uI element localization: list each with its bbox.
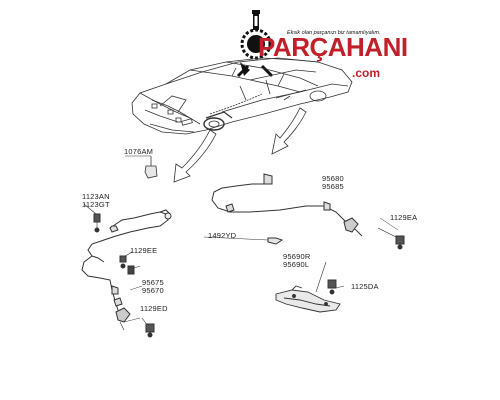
- label-1125da: 1125DA: [351, 282, 379, 291]
- label-95690l: 95690L: [283, 260, 310, 269]
- logo-emblem: [236, 10, 274, 78]
- label-1123gt: 1123GT: [82, 200, 110, 209]
- logo-domain: .com: [352, 66, 381, 80]
- label-1129ed: 1129ED: [140, 304, 168, 313]
- sensor-bracket: [275, 261, 345, 313]
- leader-lines: [123, 155, 399, 323]
- label-1076am: 1076AM: [124, 147, 154, 156]
- label-95670: 95670: [142, 286, 164, 295]
- label-1129ee: 1129EE: [130, 246, 158, 255]
- label-95680: 95680: [322, 174, 344, 183]
- callout-arrows: [173, 107, 307, 183]
- label-1492yd: 1492YD: [208, 231, 237, 240]
- right-sensor-harness: [211, 173, 405, 250]
- label-1129ea: 1129EA: [390, 213, 418, 222]
- car-illustration: [131, 57, 353, 135]
- logo-tagline: Eksik olan parçanızı biz tamamlıyalım.: [287, 30, 381, 36]
- label-95675: 95675: [142, 278, 164, 287]
- label-95685: 95685: [322, 182, 344, 191]
- label-95690r: 95690R: [283, 252, 311, 261]
- left-sensor-harness: [81, 203, 172, 338]
- label-1123an: 1123AN: [82, 192, 110, 201]
- logo-brand: PARÇAHANI: [258, 32, 408, 62]
- part-1076am-clip: [144, 156, 158, 179]
